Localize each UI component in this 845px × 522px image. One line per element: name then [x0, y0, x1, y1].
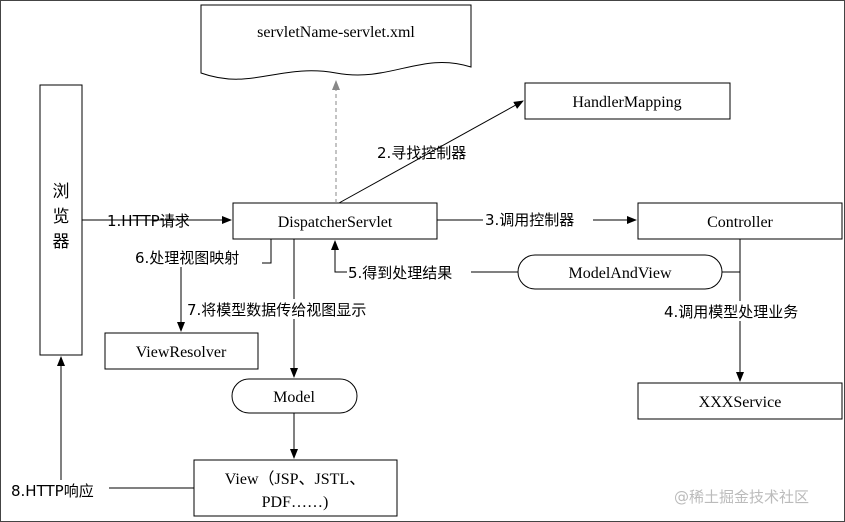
watermark-text: @稀土掘金技术社区 — [674, 488, 809, 506]
edge-label-7-bg — [186, 299, 402, 319]
servlet-xml-node: servletName-servlet.xml — [200, 4, 472, 80]
controller-node: Controller — [637, 202, 843, 240]
view-label-line2: PDF……) — [262, 494, 329, 511]
edge-label-5-bg — [347, 262, 471, 282]
model-and-view-node: ModelAndView — [517, 254, 723, 290]
controller-label: Controller — [707, 214, 773, 231]
edge-label-7: 7.将模型数据传给视图显示 — [187, 301, 366, 319]
browser-char-1: 浏 — [53, 182, 70, 202]
edge-label-4-bg — [663, 301, 819, 321]
service-label: XXXService — [699, 394, 782, 411]
edge-label-1: 1.HTTP请求 — [107, 212, 190, 230]
dispatcher-servlet-label: DispatcherServlet — [278, 214, 393, 231]
model-and-view-label: ModelAndView — [568, 265, 671, 282]
edge-label-3: 3.调用控制器 — [485, 211, 574, 229]
dispatcher-servlet-node: DispatcherServlet — [232, 202, 438, 240]
browser-char-2: 览 — [53, 207, 70, 227]
edge-http-response — [57, 356, 194, 489]
edge-label-8-bg — [9, 480, 109, 500]
edge-label-2: 2.寻找控制器 — [377, 144, 466, 162]
view-resolver-label: ViewResolver — [136, 344, 227, 361]
edge-label-8: 8.HTTP响应 — [11, 482, 94, 500]
model-label: Model — [273, 389, 315, 406]
browser-char-3: 器 — [53, 232, 70, 252]
handler-mapping-node: HandlerMapping — [524, 82, 731, 120]
edge-label-4: 4.调用模型处理业务 — [664, 303, 798, 321]
edge-label-6: 6.处理视图映射 — [135, 249, 239, 267]
edge-label-6-bg — [134, 247, 262, 267]
servlet-xml-label: servletName-servlet.xml — [257, 24, 415, 41]
service-node: XXXService — [637, 382, 843, 420]
handler-mapping-label: HandlerMapping — [572, 94, 681, 111]
edge-find-controller — [338, 100, 524, 204]
view-node: View（JSP、JSTL、 PDF……) — [193, 459, 398, 517]
edge-label-3-bg — [483, 209, 593, 229]
edge-label-5: 5.得到处理结果 — [348, 264, 452, 282]
browser-node: 浏 览 器 — [39, 84, 83, 356]
model-node: Model — [231, 378, 358, 414]
view-label-line1: View（JSP、JSTL、 — [225, 470, 365, 488]
view-resolver-node: ViewResolver — [104, 332, 259, 370]
